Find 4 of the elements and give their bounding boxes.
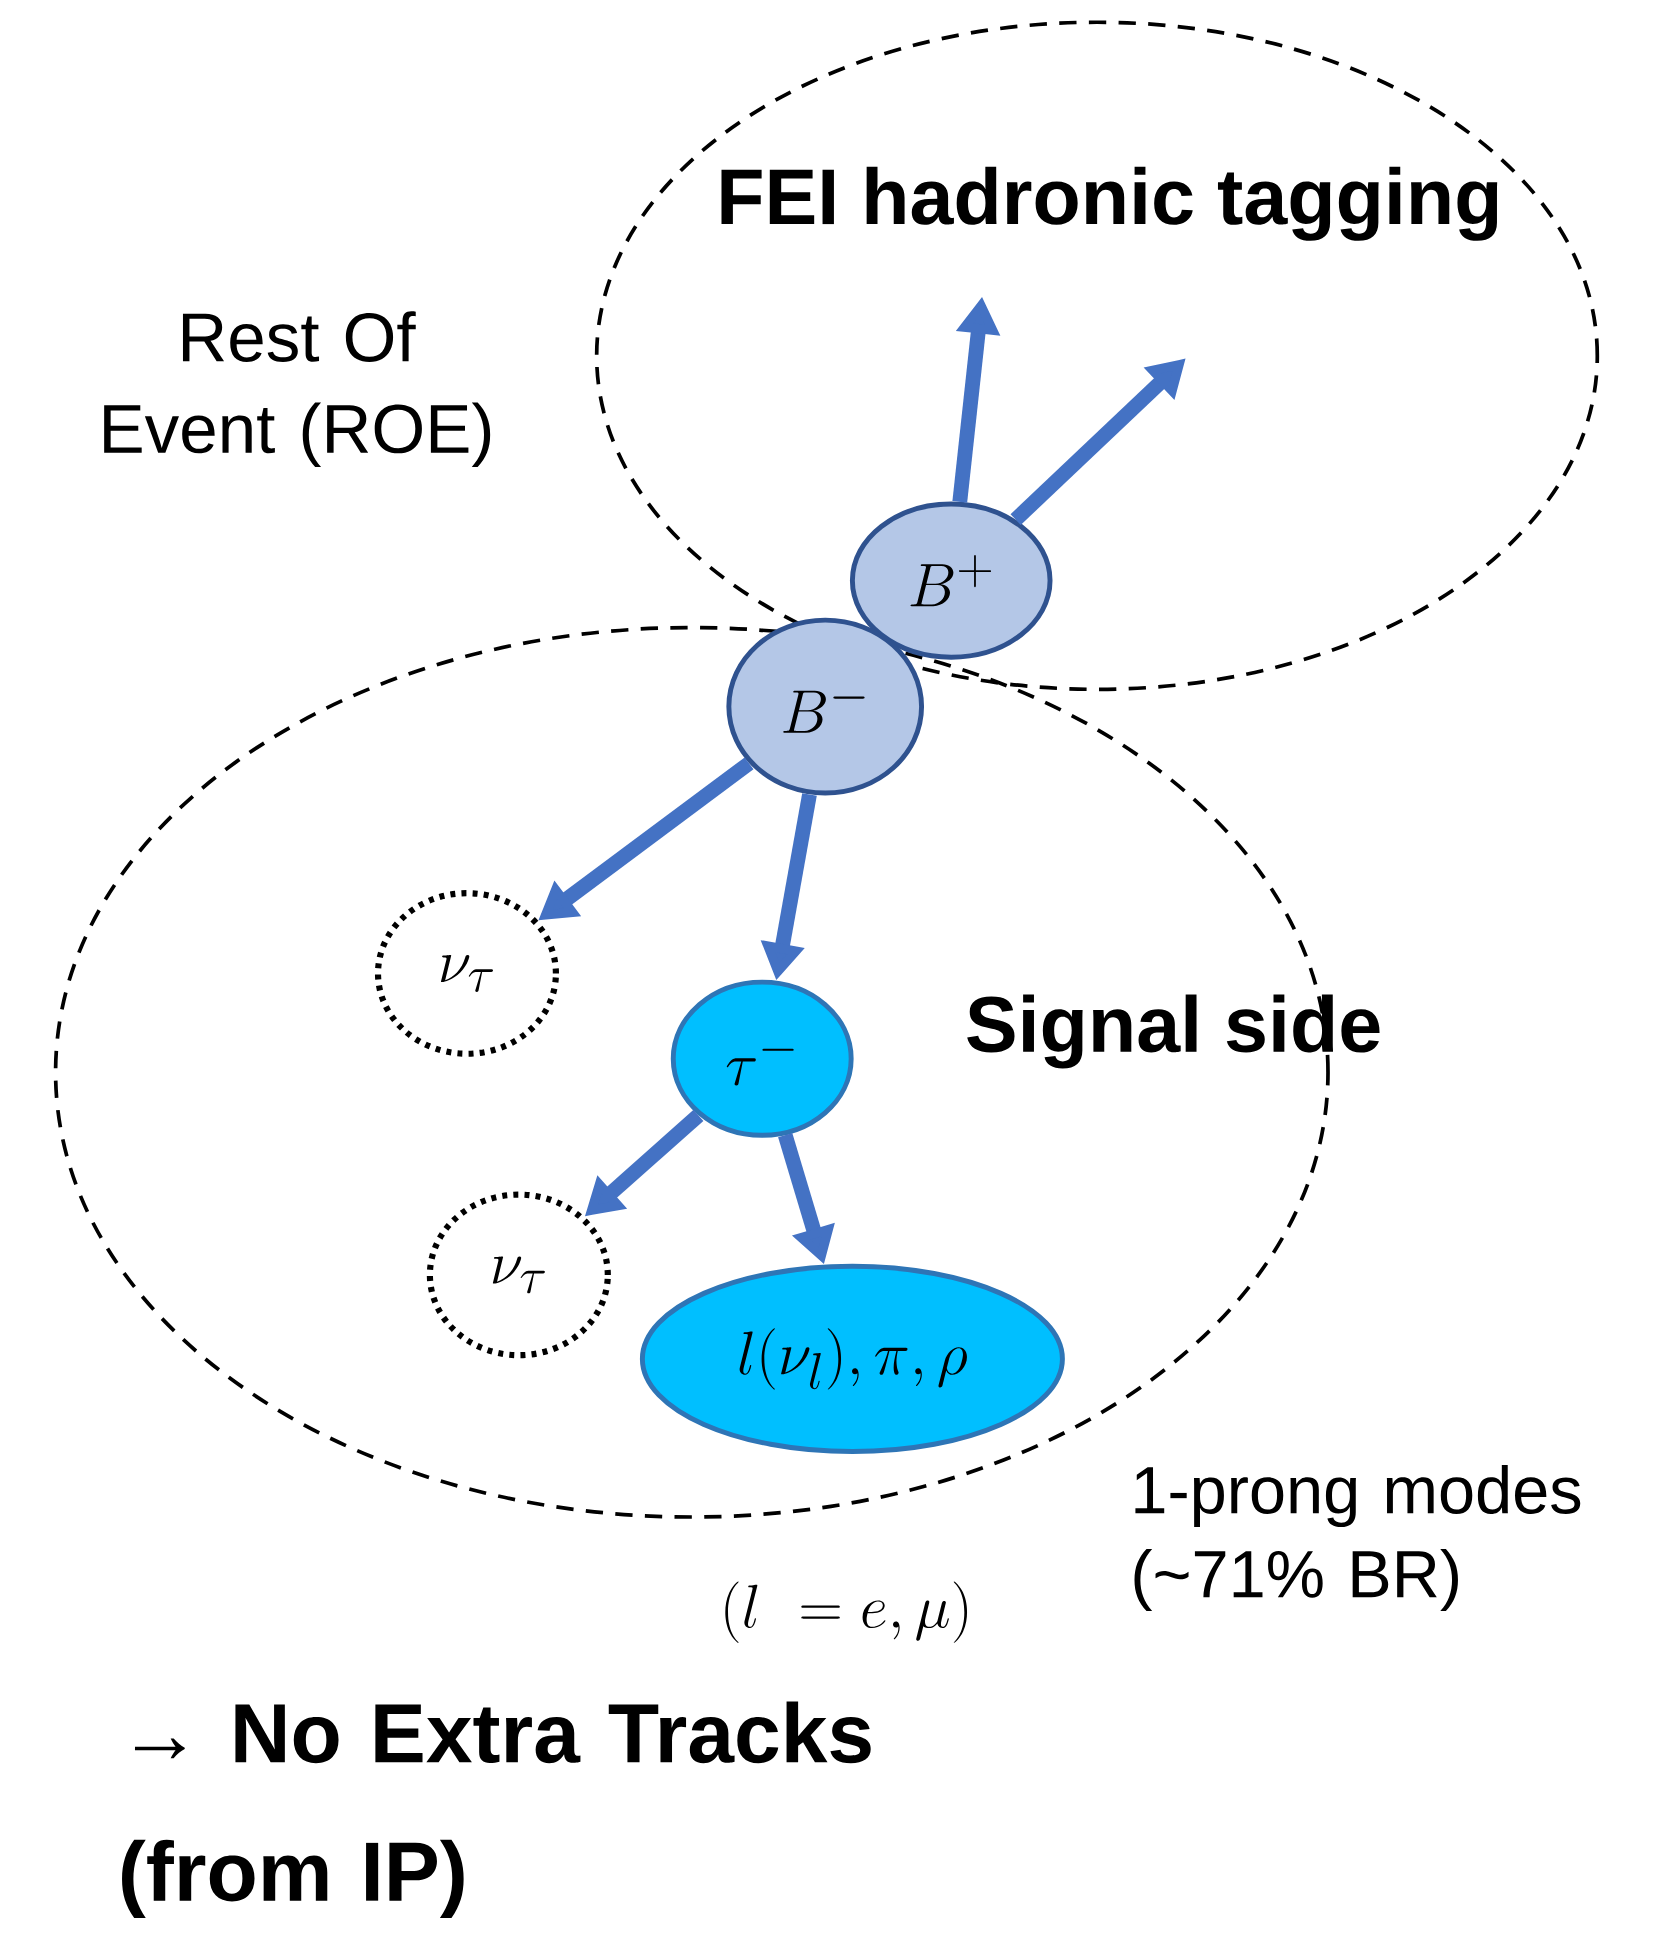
note-text: → No Extra Tracks (from IP) [121, 1701, 871, 1919]
formula-text: $(l\ = e,\mu)$ [725, 1581, 967, 1643]
note-text: 1-prong modes (~71% BR) [1134, 1464, 1581, 1612]
caption-text: Rest Of Event (ROE) [104, 311, 491, 468]
